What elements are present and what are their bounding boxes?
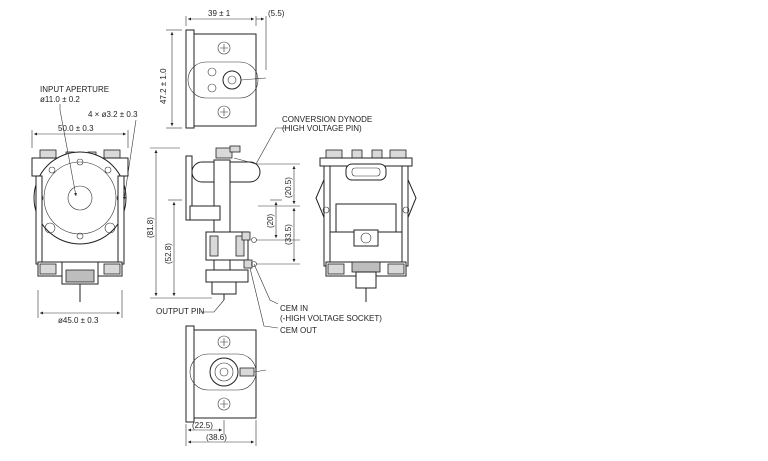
front-width-label: 50.0 ± 0.3 (58, 124, 94, 133)
holes-label: 4 × ø3.2 ± 0.3 (88, 110, 138, 119)
dim-81-8-label: (81.8) (146, 217, 155, 238)
front-base-label: ø45.0 ± 0.3 (58, 316, 99, 325)
side-view (150, 127, 300, 329)
top-offset-label: (5.5) (268, 9, 285, 18)
conversion-dynode-label: CONVERSION DYNODE (282, 115, 372, 124)
cem-out-label: CEM OUT (280, 326, 317, 335)
output-pin-label: OUTPUT PIN (156, 307, 205, 316)
dim-20-5-label: (20.5) (284, 177, 293, 198)
bottom-38-6-label: (38.6) (206, 433, 227, 442)
dim-20-label: (20) (266, 213, 275, 228)
bottom-view (185, 325, 267, 446)
dim-33-5-label: (33.5) (284, 224, 293, 245)
top-view (166, 16, 267, 129)
cem-in-label: CEM IN (280, 304, 308, 313)
hv-pin-label: (HIGH VOLTAGE PIN) (282, 124, 362, 133)
aperture-diameter-label: ø11.0 ± 0.2 (40, 95, 80, 104)
top-width-label: 39 ± 1 (208, 9, 231, 18)
bottom-22-5-label: (22.5) (192, 421, 213, 430)
dim-52-8-label: (52.8) (164, 243, 173, 264)
top-height-label: 47.2 ± 1.0 (159, 68, 168, 104)
rear-view (315, 149, 417, 302)
hv-socket-label: (-HIGH VOLTAGE SOCKET) (280, 314, 382, 323)
front-view (31, 104, 137, 318)
input-aperture-label: INPUT APERTURE (40, 85, 109, 94)
